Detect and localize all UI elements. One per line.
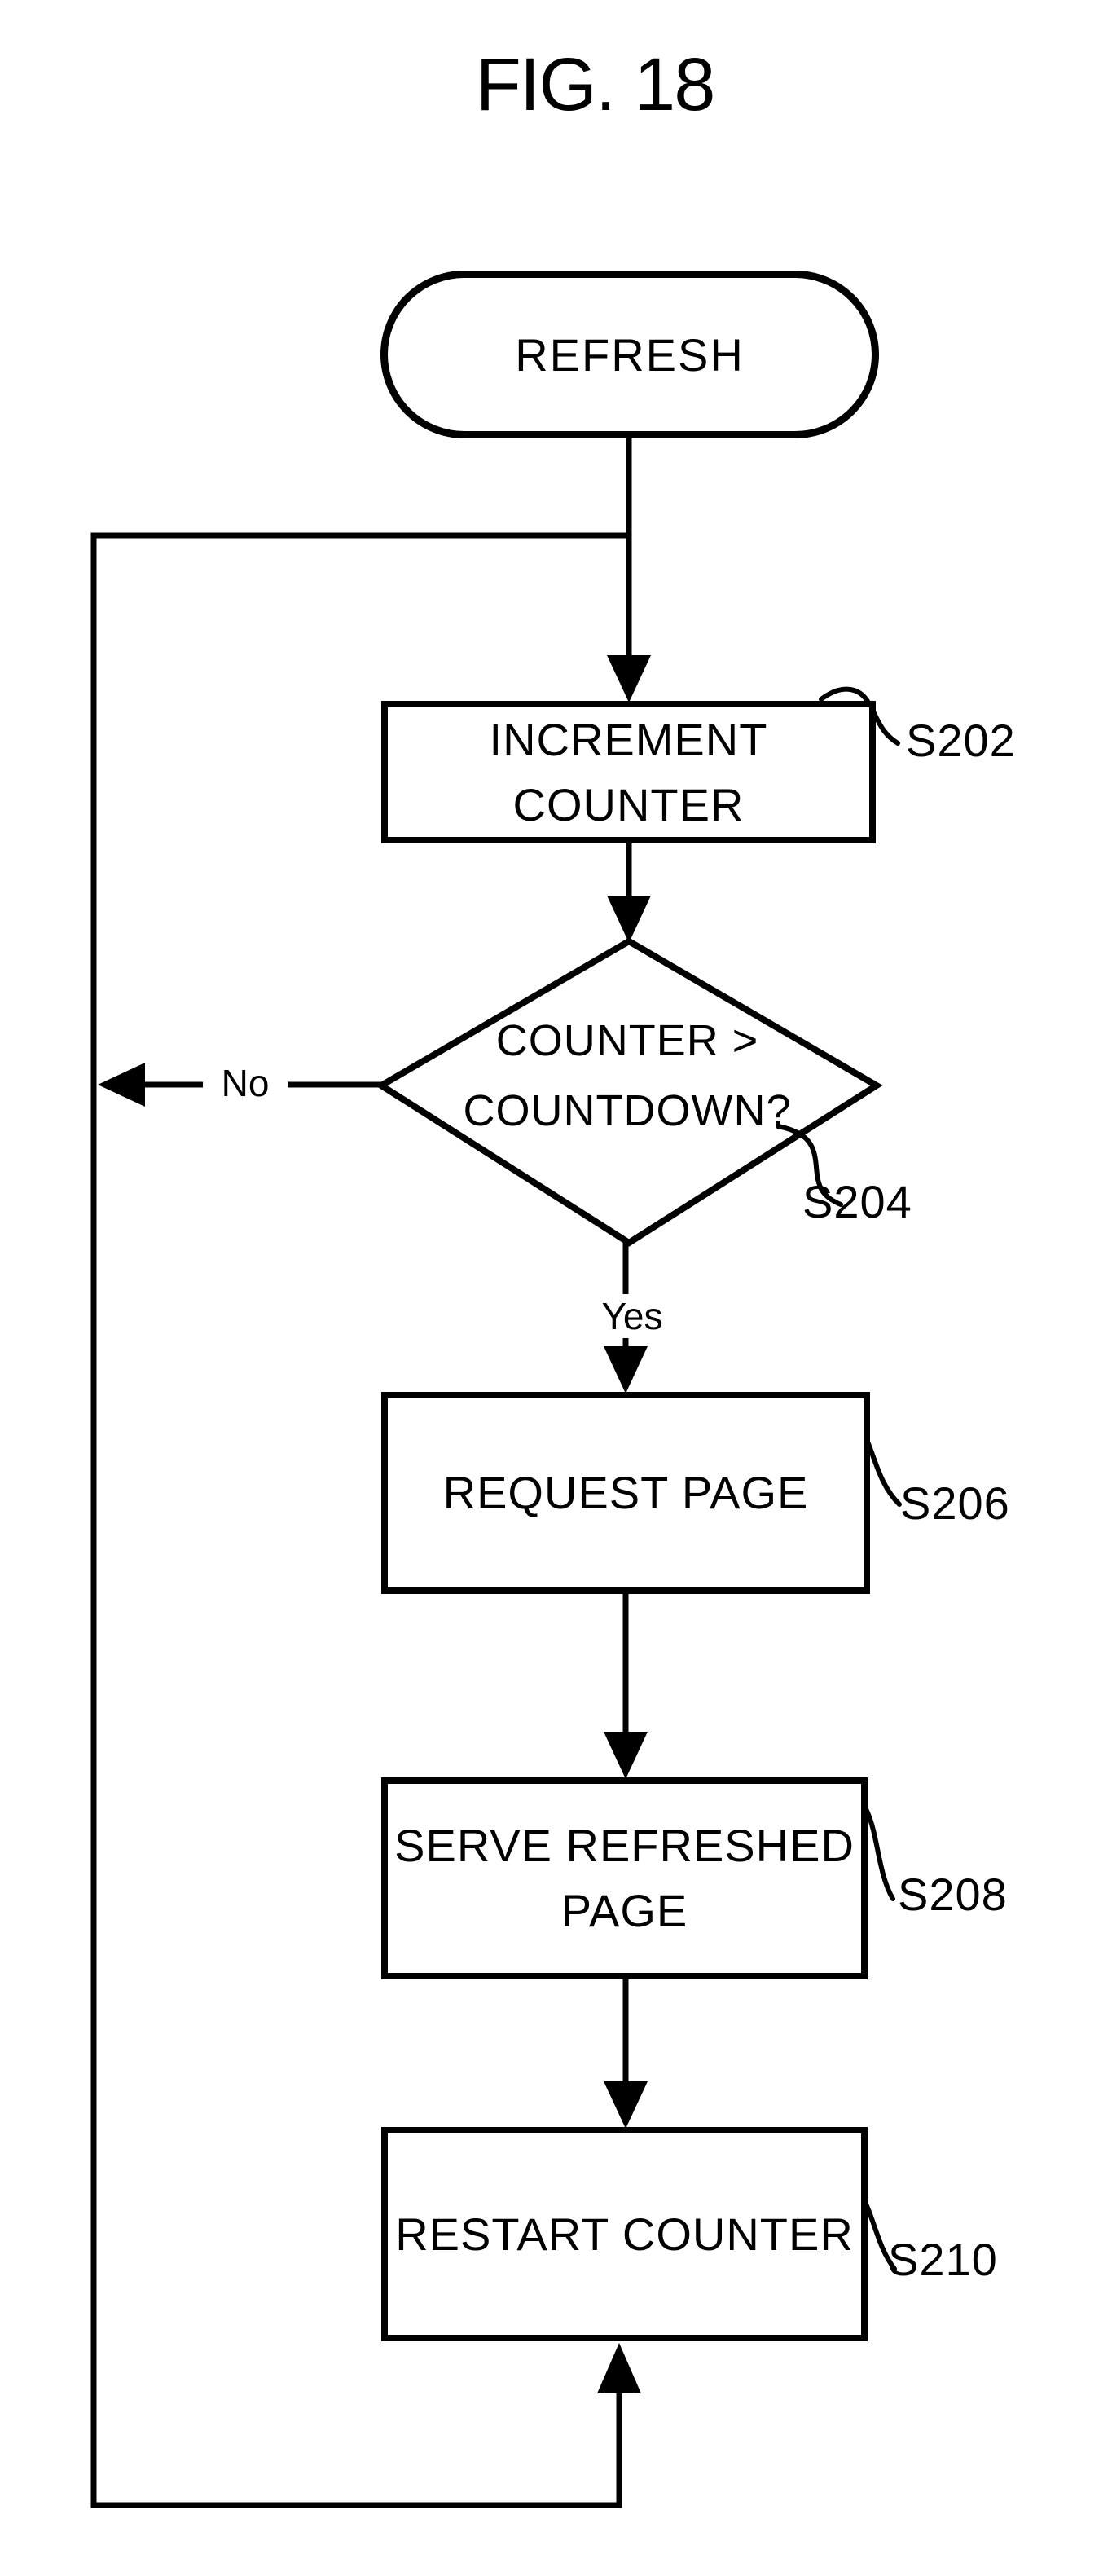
branch-label-no: No [203,1061,288,1105]
arrowhead-into-serve [604,1732,648,1779]
arrowhead-into-restart-bottom [597,2343,641,2393]
process-serve-line2: PAGE [560,1885,688,1936]
arrowhead-into-restart-top [604,2081,648,2129]
step-ref-s208: S208 [898,1869,1008,1920]
process-increment-counter: INCREMENT COUNTER [381,701,876,843]
step-ref-s210: S210 [888,2234,998,2285]
process-increment-line2: COUNTER [512,778,745,830]
arrowhead-into-decision [607,896,651,943]
start-terminator: REFRESH [380,271,879,438]
process-serve-line1: SERVE REFRESHED [394,1820,855,1871]
decision-line1: COUNTER > [495,1016,759,1065]
process-increment-line1: INCREMENT [489,713,768,765]
step-ref-s206: S206 [900,1477,1010,1529]
process-restart-counter: RESTART COUNTER [381,2127,868,2341]
process-request-line1: REQUEST PAGE [442,1467,809,1518]
arrowhead-no-into-rail [98,1063,145,1107]
process-request-page: REQUEST PAGE [381,1392,870,1594]
edge-loop-rail [90,532,631,2508]
start-terminator-label: REFRESH [515,328,745,381]
decision-line2: COUNTDOWN? [463,1086,792,1135]
decision-diamond-shape [375,937,883,1247]
process-serve-refreshed-page: SERVE REFRESHED PAGE [381,1777,868,1979]
step-ref-s204: S204 [802,1176,912,1227]
leader-s204 [776,1124,843,1207]
arrowhead-into-request [604,1346,648,1394]
decision-counter-countdown: COUNTER > COUNTDOWN? [391,1006,864,1146]
process-restart-line1: RESTART COUNTER [395,2208,854,2260]
figure-title: FIG. 18 [475,43,716,126]
branch-label-yes: Yes [578,1294,686,1338]
step-ref-s202: S202 [906,715,1016,766]
arrowhead-into-increment [607,655,651,702]
